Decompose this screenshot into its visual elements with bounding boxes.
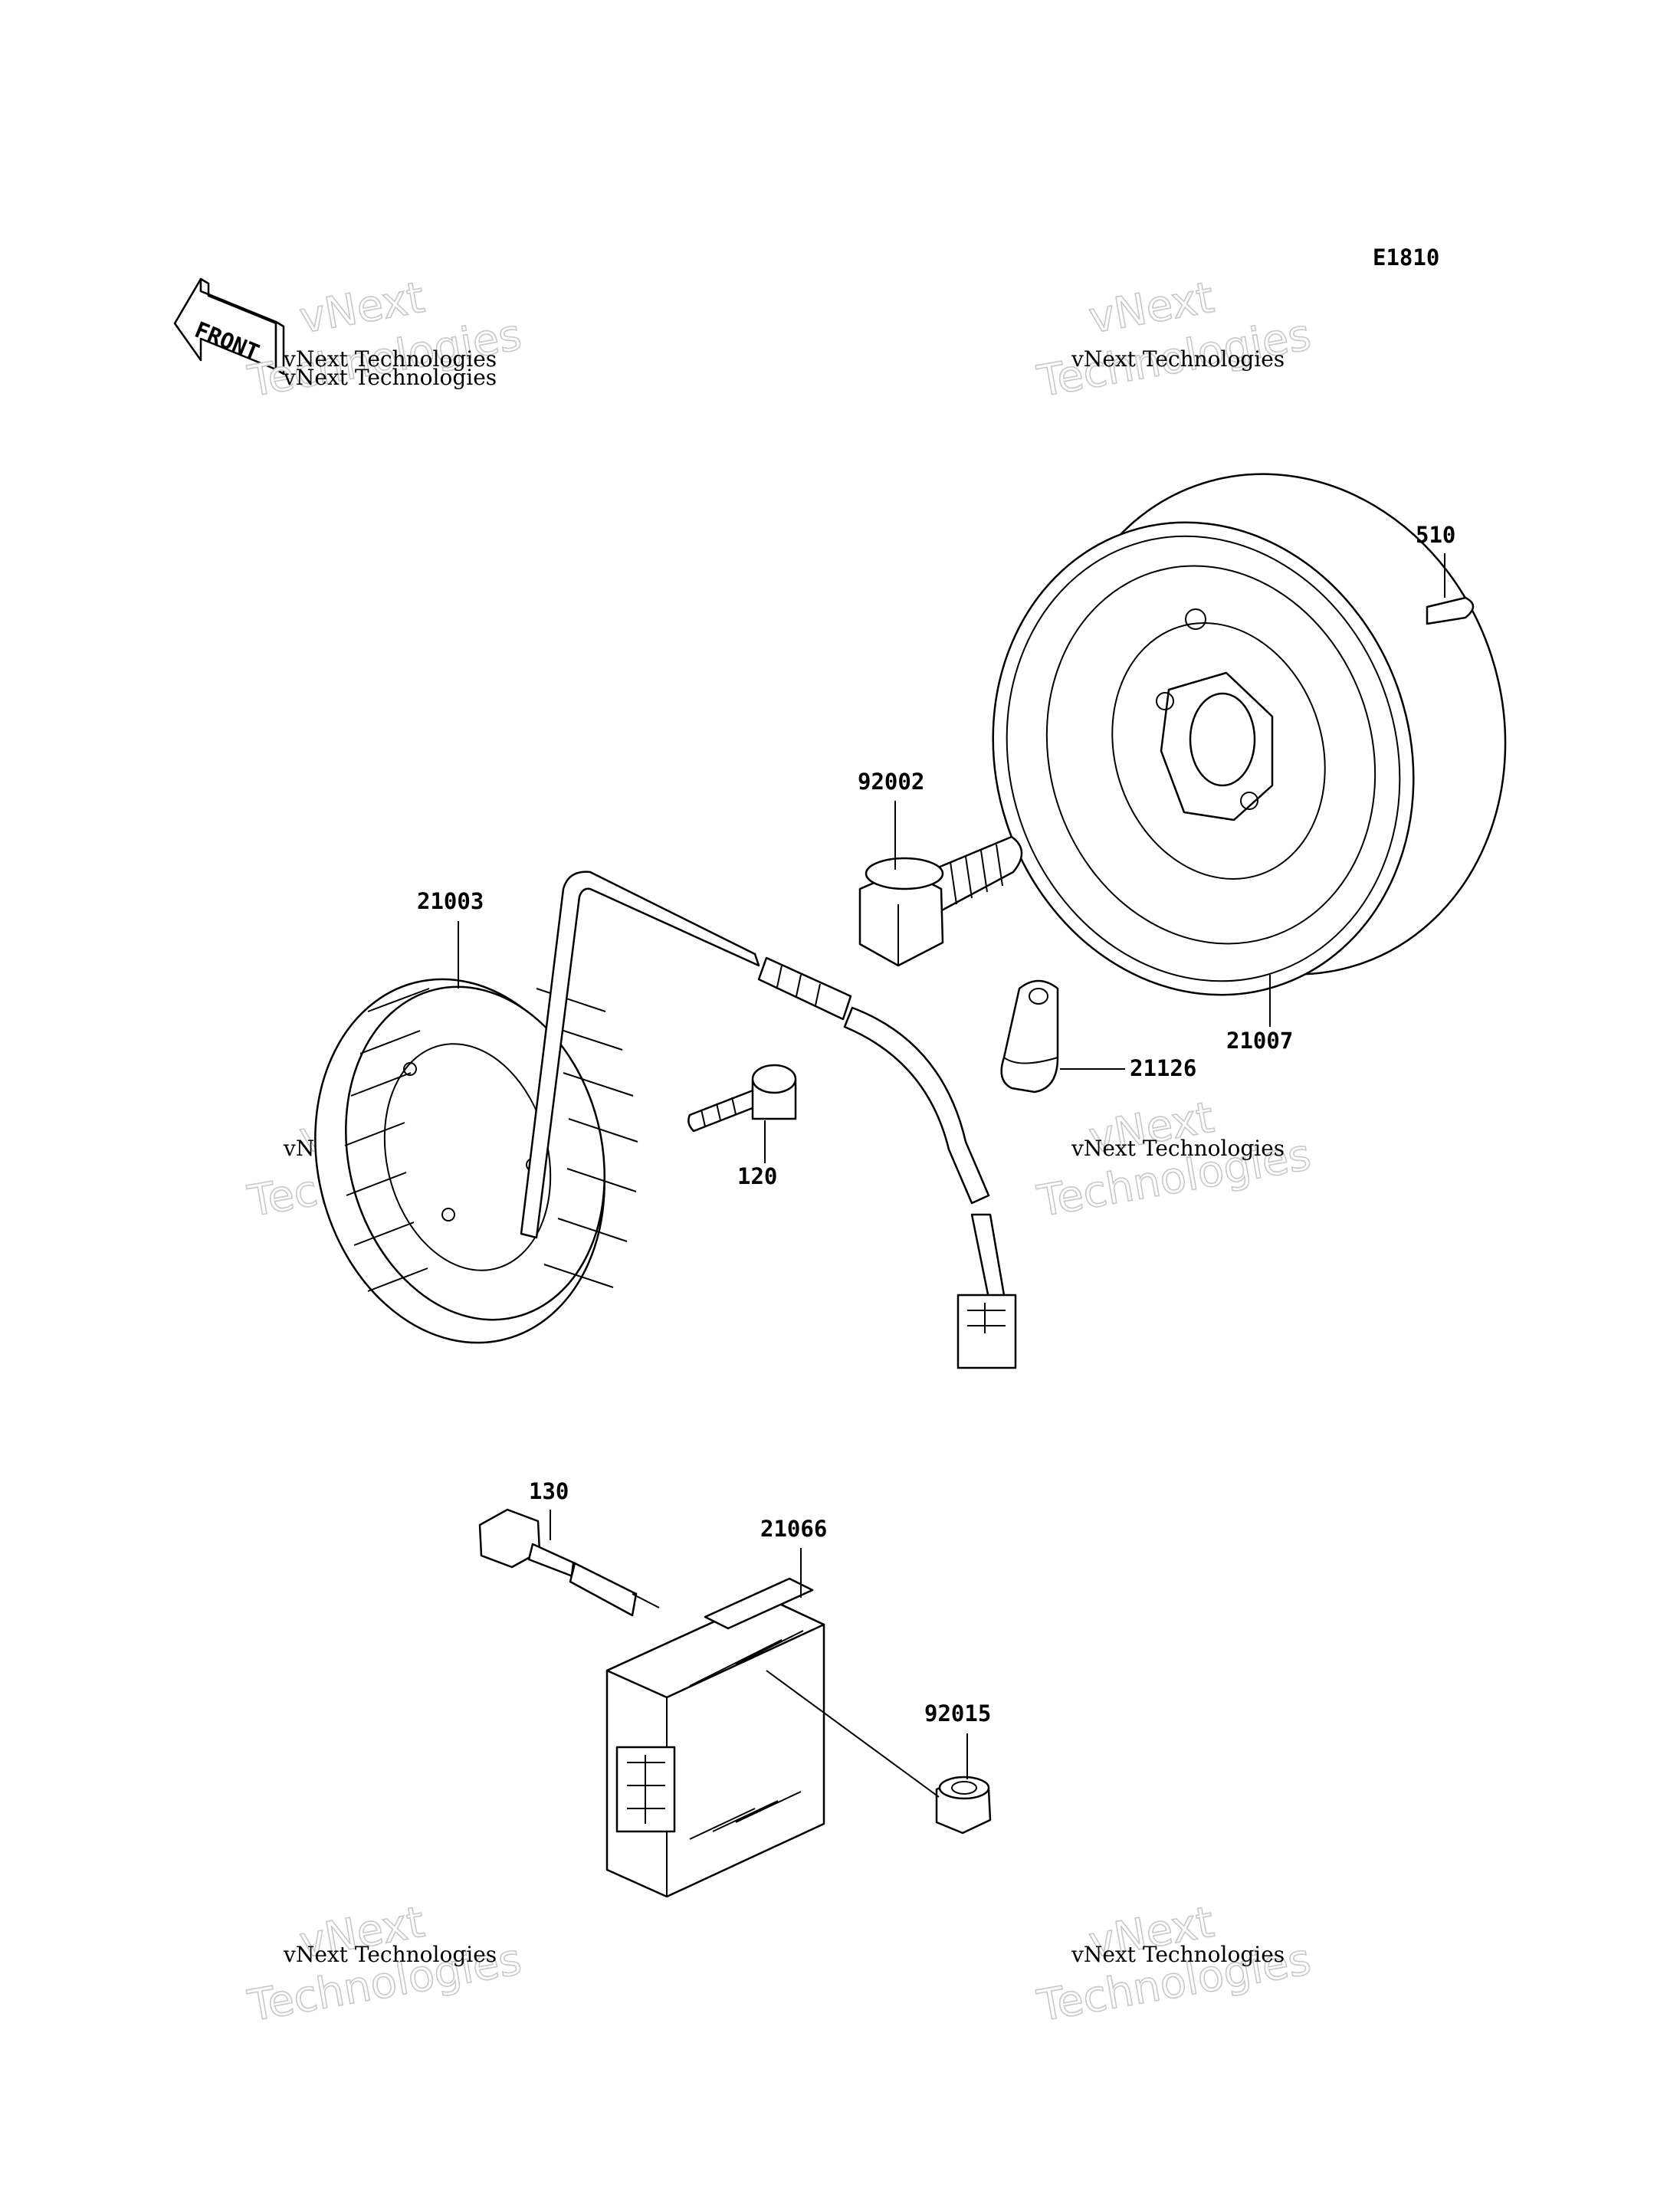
- watermark-line: vNext Technologies: [1071, 346, 1285, 372]
- watermark-line: vNext Technologies: [1071, 1942, 1285, 1967]
- part-label-130: 130: [529, 1478, 569, 1504]
- voltage-regulator[interactable]: [605, 1577, 825, 1898]
- part-label-21126: 21126: [1130, 1055, 1196, 1081]
- rotor-bolt[interactable]: [858, 835, 1023, 967]
- regulator-bolt[interactable]: [478, 1508, 638, 1617]
- leader-lines: [458, 553, 1445, 1798]
- stator-coil[interactable]: [277, 948, 641, 1373]
- part-label-21007: 21007: [1226, 1028, 1293, 1054]
- watermark: vNext Technologies vNext Technologies: [1033, 272, 1315, 408]
- part-label-120: 120: [737, 1163, 777, 1189]
- woodruff-key[interactable]: [1426, 596, 1475, 625]
- part-labels: 510 92002 21003 21007 21126 120 130 2106…: [417, 522, 1455, 1726]
- lead-clamp[interactable]: [1000, 979, 1059, 1094]
- front-arrow-icon: FRONT: [173, 277, 285, 375]
- watermark: vNext Technologies vNext Technologies: [1033, 1897, 1315, 2032]
- part-label-21003: 21003: [417, 888, 484, 914]
- stator-bolt[interactable]: [687, 1064, 797, 1133]
- diagram-code: E1810: [1373, 244, 1439, 271]
- regulator-nut[interactable]: [935, 1776, 992, 1835]
- watermark-line: vNext Technologies: [283, 1942, 497, 1967]
- part-label-92015: 92015: [924, 1700, 991, 1726]
- watermark: vNext Technologies vNext Technologies: [1033, 1092, 1315, 1228]
- watermark: vNext Technologies vNext Technologies: [244, 1897, 526, 2032]
- watermark-line: vNext Technologies: [283, 346, 497, 372]
- watermark-line: vNext Technologies: [1071, 1136, 1285, 1161]
- part-label-92002: 92002: [858, 769, 924, 795]
- part-label-21066: 21066: [760, 1516, 827, 1542]
- stator-wire-harness: [520, 871, 1017, 1369]
- flywheel-rotor[interactable]: [933, 415, 1570, 1051]
- part-label-510: 510: [1416, 522, 1455, 548]
- watermark-line: vNext Technologies: [283, 365, 497, 390]
